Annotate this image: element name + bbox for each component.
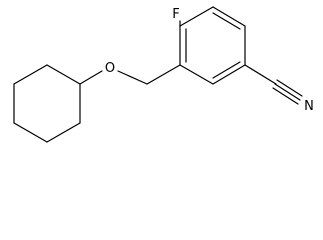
fluoro-substituent: F xyxy=(172,7,181,27)
molecule-structure: F N O xyxy=(13,6,314,143)
methylene-ether-linker: O xyxy=(79,61,181,85)
nitrile-group: N xyxy=(244,64,314,114)
nitrogen-label: N xyxy=(304,99,314,114)
fluorine-label: F xyxy=(172,7,179,22)
cyclohexane-ring xyxy=(13,64,81,143)
benzene-ring xyxy=(179,6,246,85)
oxygen-label: O xyxy=(105,61,115,76)
